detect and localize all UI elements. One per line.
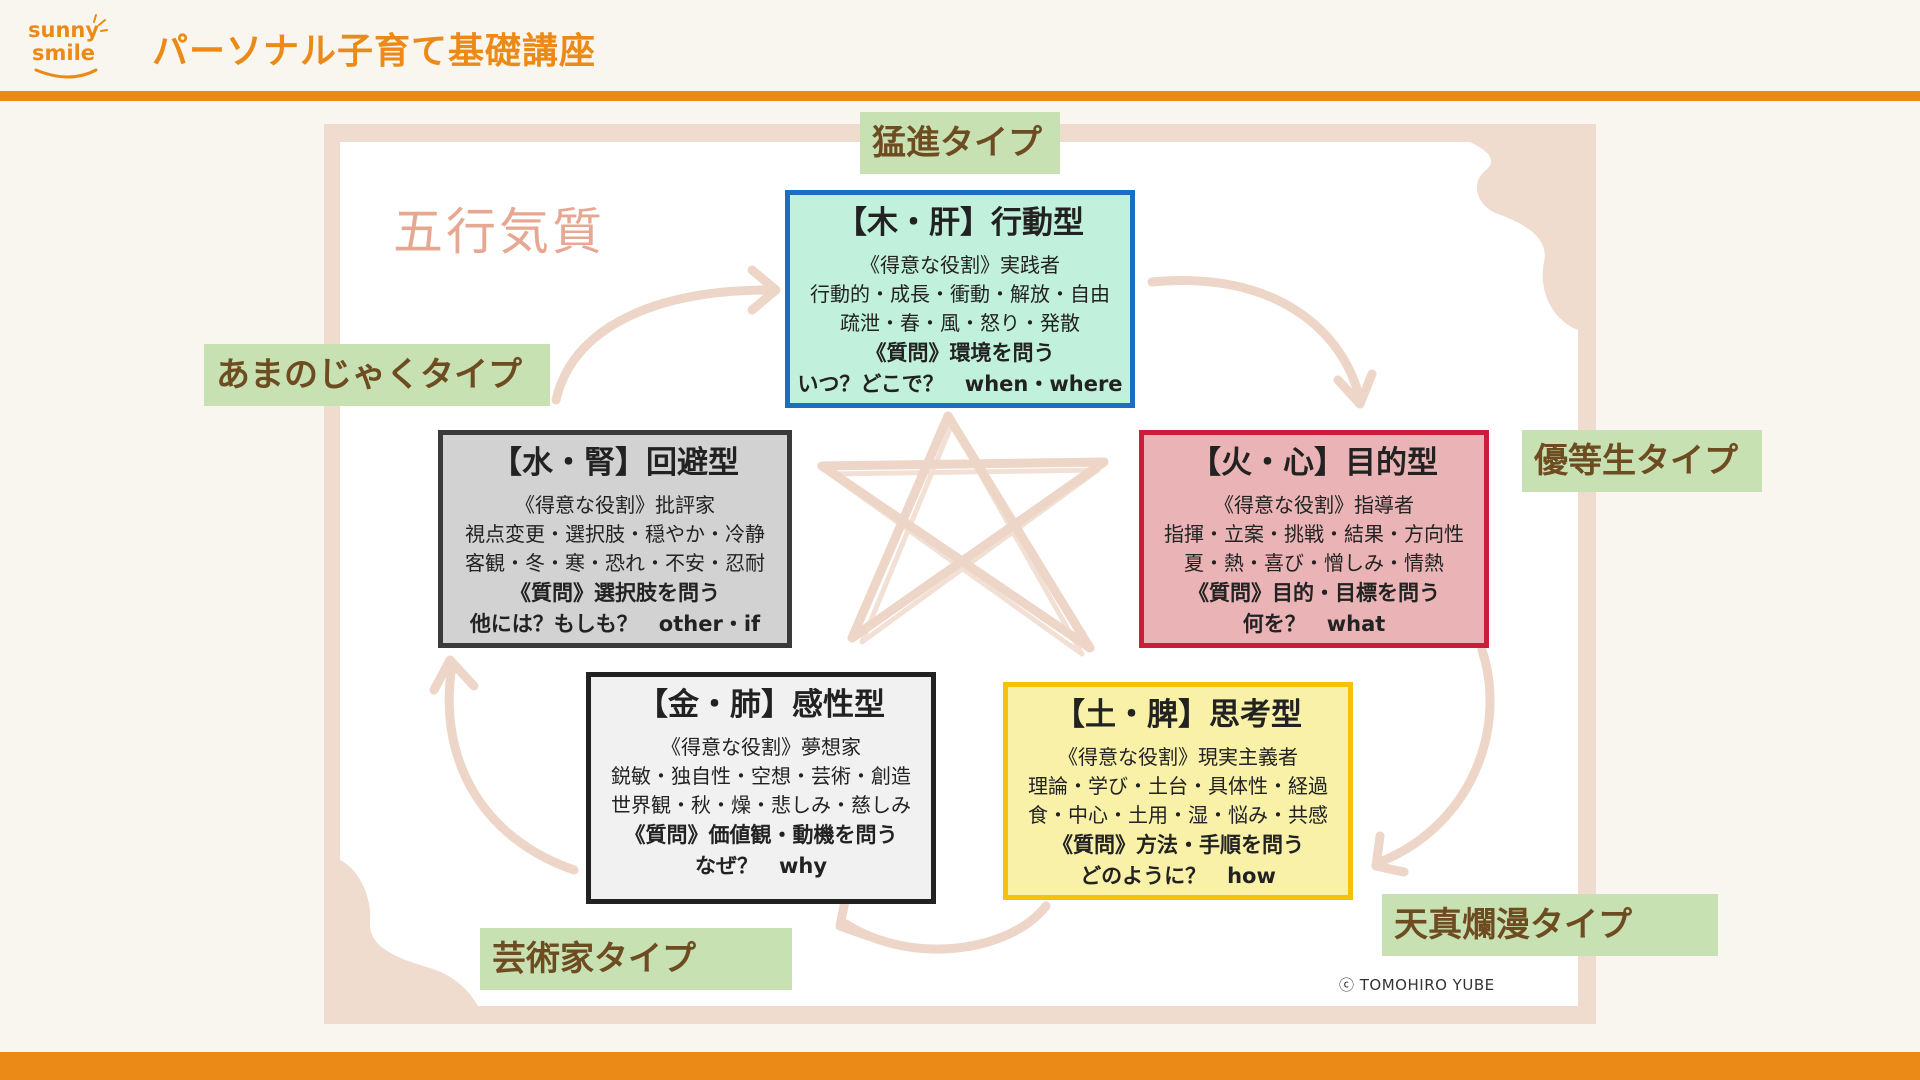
corner-blob-top-right <box>1470 142 1578 330</box>
pentagram-lines <box>817 411 1109 653</box>
element-box-fire: 【火・心】目的型 《得意な役割》指導者 指揮・立案・挑戦・結果・方向性 夏・熱・… <box>1139 430 1489 648</box>
element-role-earth: 《得意な役割》現実主義者 <box>1058 745 1298 769</box>
type-label-earth: 天真爛漫タイプ <box>1382 894 1718 956</box>
element-title-water: 【水・腎】回避型 <box>491 445 739 481</box>
element-question-wood: 《質問》環境を問う <box>865 341 1055 365</box>
logo-sun-icon <box>34 14 108 79</box>
element-role-wood: 《得意な役割》実践者 <box>860 253 1060 277</box>
logo-text-smile: smile <box>32 41 96 65</box>
logo-text-sunny: sunny <box>28 18 100 42</box>
element-traits2-wood: 疏泄・春・風・怒り・発散 <box>840 311 1080 335</box>
arrow-fire-to-earth <box>1375 645 1495 867</box>
arrow-water-to-wood <box>551 285 775 405</box>
arrow-metal-to-water <box>444 661 579 875</box>
element-traits2-fire: 夏・熱・喜び・憎しみ・情熱 <box>1184 551 1444 575</box>
arrow-earth-to-metal <box>841 901 1051 954</box>
corner-blob-bottom-left <box>340 860 478 1006</box>
element-question-fire: 《質問》目的・目標を問う <box>1188 581 1440 605</box>
element-box-wood: 【木・肝】行動型 《得意な役割》実践者 行動的・成長・衝動・解放・自由 疏泄・春… <box>785 190 1135 408</box>
element-box-earth: 【土・脾】思考型 《得意な役割》現実主義者 理論・学び・土台・具体性・経過 食・… <box>1003 682 1353 900</box>
element-keywords-fire: 何を？ what <box>1242 612 1386 636</box>
element-traits2-metal: 世界観・秋・燥・悲しみ・慈しみ <box>611 793 911 817</box>
element-title-fire: 【火・心】目的型 <box>1190 445 1438 481</box>
arrowhead-earth <box>1371 831 1409 877</box>
element-keywords-water: 他には？もしも？ other・if <box>469 612 761 636</box>
element-keywords-earth: どのように？ how <box>1080 864 1276 888</box>
element-traits1-water: 視点変更・選択肢・穏やか・冷静 <box>465 522 765 546</box>
diagram-title: 五行気質 <box>393 203 605 261</box>
element-box-metal: 【金・肺】感性型 《得意な役割》夢想家 鋭敏・独自性・空想・芸術・創造 世界観・… <box>586 672 936 904</box>
sunny-smile-logo[interactable]: sunny smile <box>26 14 108 82</box>
element-traits1-wood: 行動的・成長・衝動・解放・自由 <box>810 282 1110 306</box>
element-title-wood: 【木・肝】行動型 <box>836 205 1084 241</box>
copyright-notice: ⓒ TOMOHIRO YUBE <box>1339 976 1495 994</box>
element-traits2-earth: 食・中心・土用・湿・悩み・共感 <box>1028 803 1328 827</box>
element-role-water: 《得意な役割》批評家 <box>515 493 715 517</box>
header-divider <box>0 91 1920 101</box>
element-question-metal: 《質問》価値観・動機を問う <box>624 823 898 847</box>
type-label-water: あまのじゃくタイプ <box>204 344 550 406</box>
arrowhead-water <box>429 655 479 695</box>
arrowhead-fire <box>1333 369 1377 409</box>
element-traits1-fire: 指揮・立案・挑戦・結果・方向性 <box>1164 522 1464 546</box>
element-traits1-earth: 理論・学び・土台・具体性・経過 <box>1028 774 1328 798</box>
element-question-water: 《質問》選択肢を問う <box>510 581 720 605</box>
arrow-wood-to-fire <box>1147 276 1365 405</box>
pentagram-shadow <box>827 421 1101 657</box>
type-label-wood: 猛進タイプ <box>860 112 1060 174</box>
header: sunny smile パーソナル子育て基礎講座 <box>0 0 1920 92</box>
element-role-fire: 《得意な役割》指導者 <box>1214 493 1414 517</box>
element-question-earth: 《質問》方法・手順を問う <box>1052 833 1304 857</box>
element-role-metal: 《得意な役割》夢想家 <box>661 735 861 759</box>
footer-bar <box>0 1052 1920 1080</box>
type-label-metal: 芸術家タイプ <box>480 928 792 990</box>
page-title: パーソナル子育て基礎講座 <box>152 31 597 72</box>
element-traits1-metal: 鋭敏・独自性・空想・芸術・創造 <box>611 764 911 788</box>
element-keywords-wood: いつ？どこで？ when・where <box>797 372 1123 396</box>
element-title-earth: 【土・脾】思考型 <box>1054 697 1302 733</box>
element-box-water: 【水・腎】回避型 《得意な役割》批評家 視点変更・選択肢・穏やか・冷静 客観・冬… <box>438 430 792 648</box>
arrowhead-wood <box>747 265 781 315</box>
type-label-fire: 優等生タイプ <box>1522 430 1762 492</box>
arrowhead-metal <box>835 891 873 941</box>
element-traits2-water: 客観・冬・寒・恐れ・不安・忍耐 <box>465 551 765 575</box>
element-keywords-metal: なぜ？ why <box>694 854 828 878</box>
element-title-metal: 【金・肺】感性型 <box>637 687 885 723</box>
